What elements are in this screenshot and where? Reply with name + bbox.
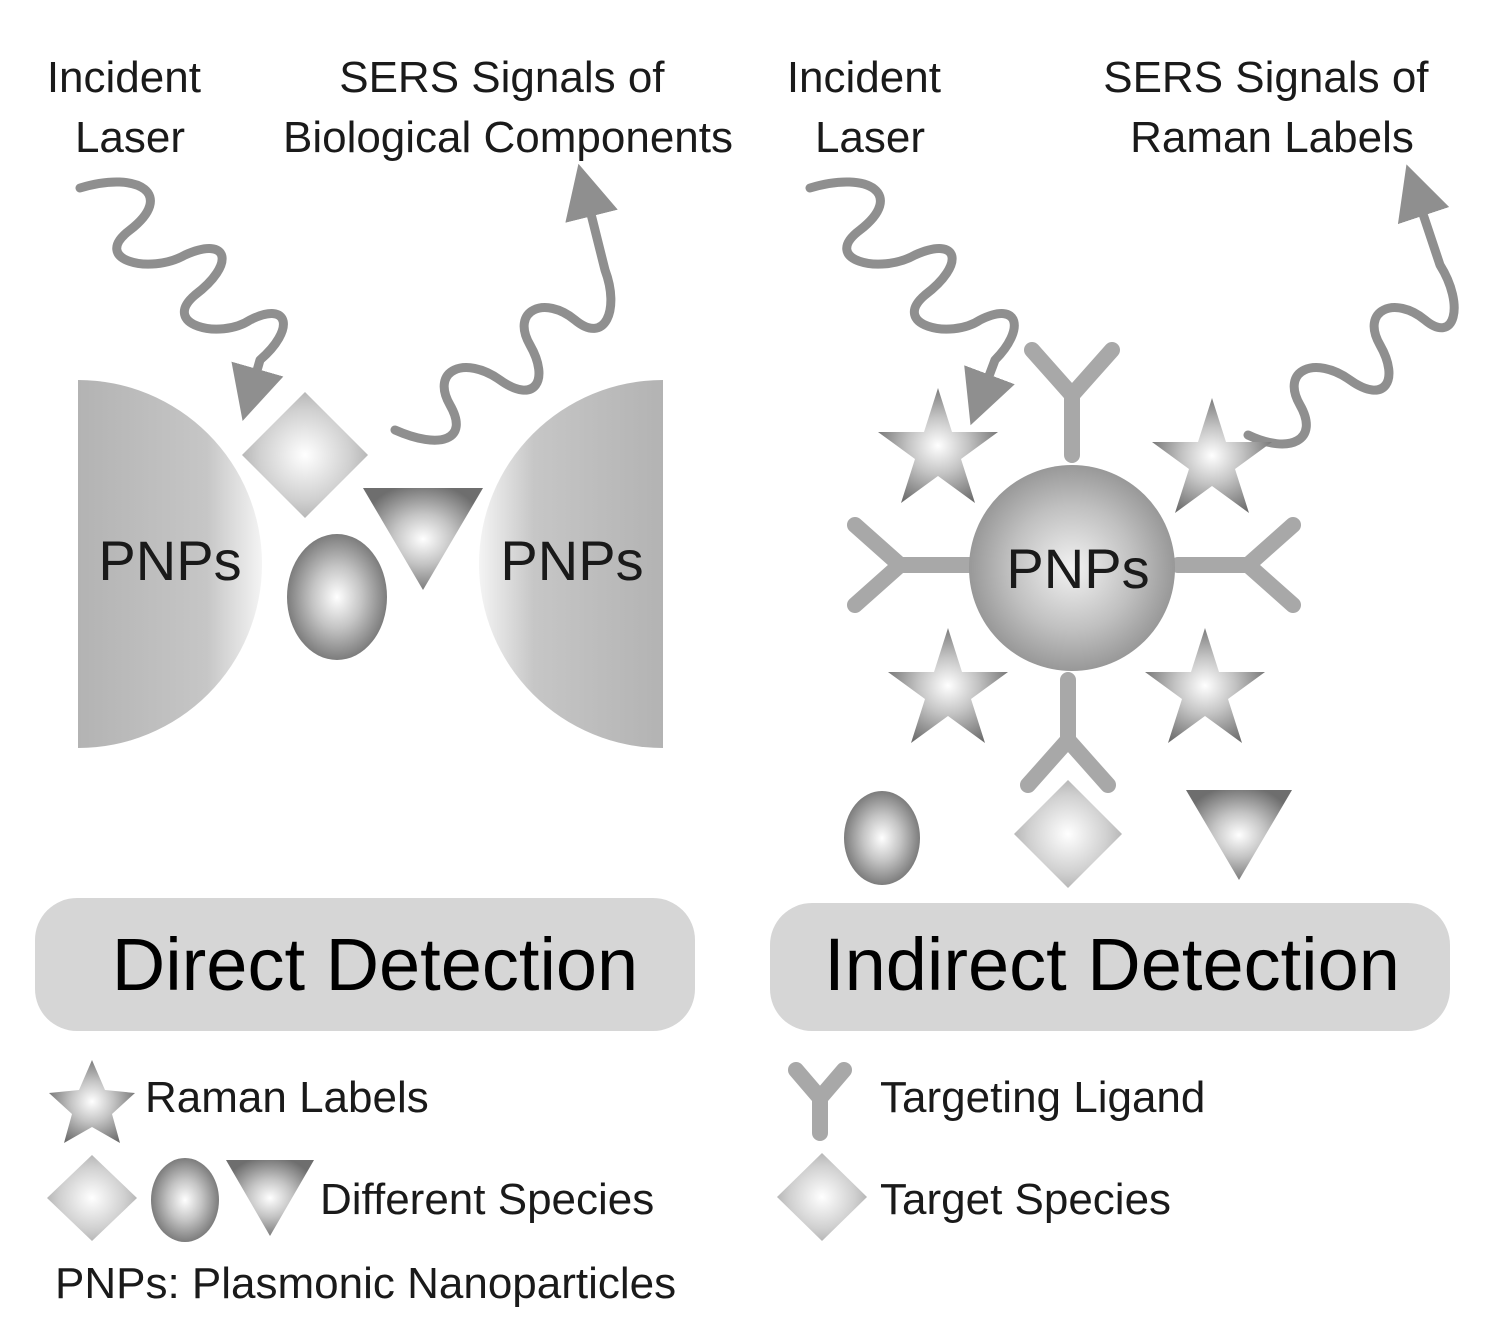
pnp-right-label: PNPs — [500, 529, 643, 592]
targeting-ligand-right — [1170, 517, 1301, 613]
legend-target-diamond-icon — [777, 1153, 867, 1241]
indirect-species-triangle — [1186, 790, 1292, 880]
targeting-ligand-bottom — [1020, 672, 1116, 793]
legend-ligand-icon — [788, 1062, 852, 1141]
pnp-center-label: PNPs — [1006, 537, 1149, 600]
raman-label-star-bottom-left — [888, 628, 1008, 743]
species-sphere — [287, 534, 387, 660]
species-diamond — [242, 392, 368, 518]
pnp-left-label: PNPs — [98, 529, 241, 592]
legend-targeting-ligand: Targeting Ligand — [880, 1073, 1205, 1122]
pnp-half-sphere-left — [78, 380, 262, 748]
legend-pnps-definition: PNPs: Plasmonic Nanoparticles — [55, 1259, 676, 1308]
indirect-species-sphere — [844, 791, 920, 885]
targeting-ligand-left — [847, 517, 978, 613]
legend-triangle-icon — [226, 1160, 314, 1236]
pnp-half-sphere-right — [479, 380, 663, 748]
legend-different-species: Different Species — [320, 1175, 654, 1224]
indirect-signal-label: SERS Signals of Raman Labels — [1103, 53, 1441, 162]
raman-label-star-bottom-right — [1145, 628, 1265, 743]
indirect-incident-wave — [805, 177, 1019, 426]
legend-diamond-icon — [47, 1155, 137, 1241]
targeting-ligand-top — [1024, 342, 1120, 463]
indirect-detection-title: Indirect Detection — [824, 923, 1400, 1006]
raman-label-star-top-right — [1152, 398, 1272, 513]
direct-incident-laser-label: Incident Laser — [47, 53, 213, 162]
pnp-center-sphere — [969, 465, 1175, 671]
indirect-detection-box — [770, 903, 1450, 1031]
species-triangle — [363, 488, 483, 590]
direct-detection-title: Direct Detection — [112, 923, 638, 1006]
legend-raman-labels: Raman Labels — [145, 1073, 429, 1122]
indirect-signal-wave — [1243, 164, 1459, 449]
legend-target-species: Target Species — [880, 1175, 1171, 1224]
indirect-target-diamond — [1014, 780, 1122, 888]
direct-detection-box — [35, 898, 695, 1031]
direct-signal-wave — [390, 163, 618, 445]
legend-sphere-icon — [151, 1158, 219, 1242]
raman-label-star-top-left — [878, 388, 998, 503]
direct-signal-label: SERS Signals of Biological Components — [283, 53, 733, 162]
legend-raman-star-icon — [49, 1060, 135, 1143]
direct-incident-wave — [75, 177, 288, 421]
indirect-incident-laser-label: Incident Laser — [787, 53, 953, 162]
